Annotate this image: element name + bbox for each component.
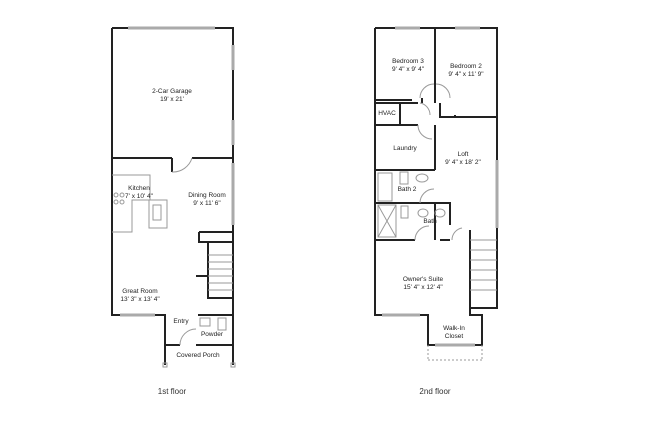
room-label-bath-2: Bath 2 bbox=[397, 186, 417, 193]
room-label-powder: Powder bbox=[200, 331, 224, 338]
room-label-hvac: HVAC bbox=[378, 110, 396, 117]
floor2-caption: 2nd floor bbox=[419, 387, 451, 396]
room-label-entry: Entry bbox=[173, 318, 189, 325]
room-label-laundry: Laundry bbox=[393, 145, 417, 152]
floor2-walls bbox=[374, 26, 499, 361]
floor1-caption: 1st floor bbox=[157, 387, 187, 396]
room-label-covered-porch: Covered Porch bbox=[176, 352, 220, 359]
room-label-bath: Bath bbox=[423, 218, 437, 225]
floor1-walls bbox=[111, 26, 236, 368]
room-label-walk-in-closet: Walk-In Closet bbox=[443, 325, 465, 340]
